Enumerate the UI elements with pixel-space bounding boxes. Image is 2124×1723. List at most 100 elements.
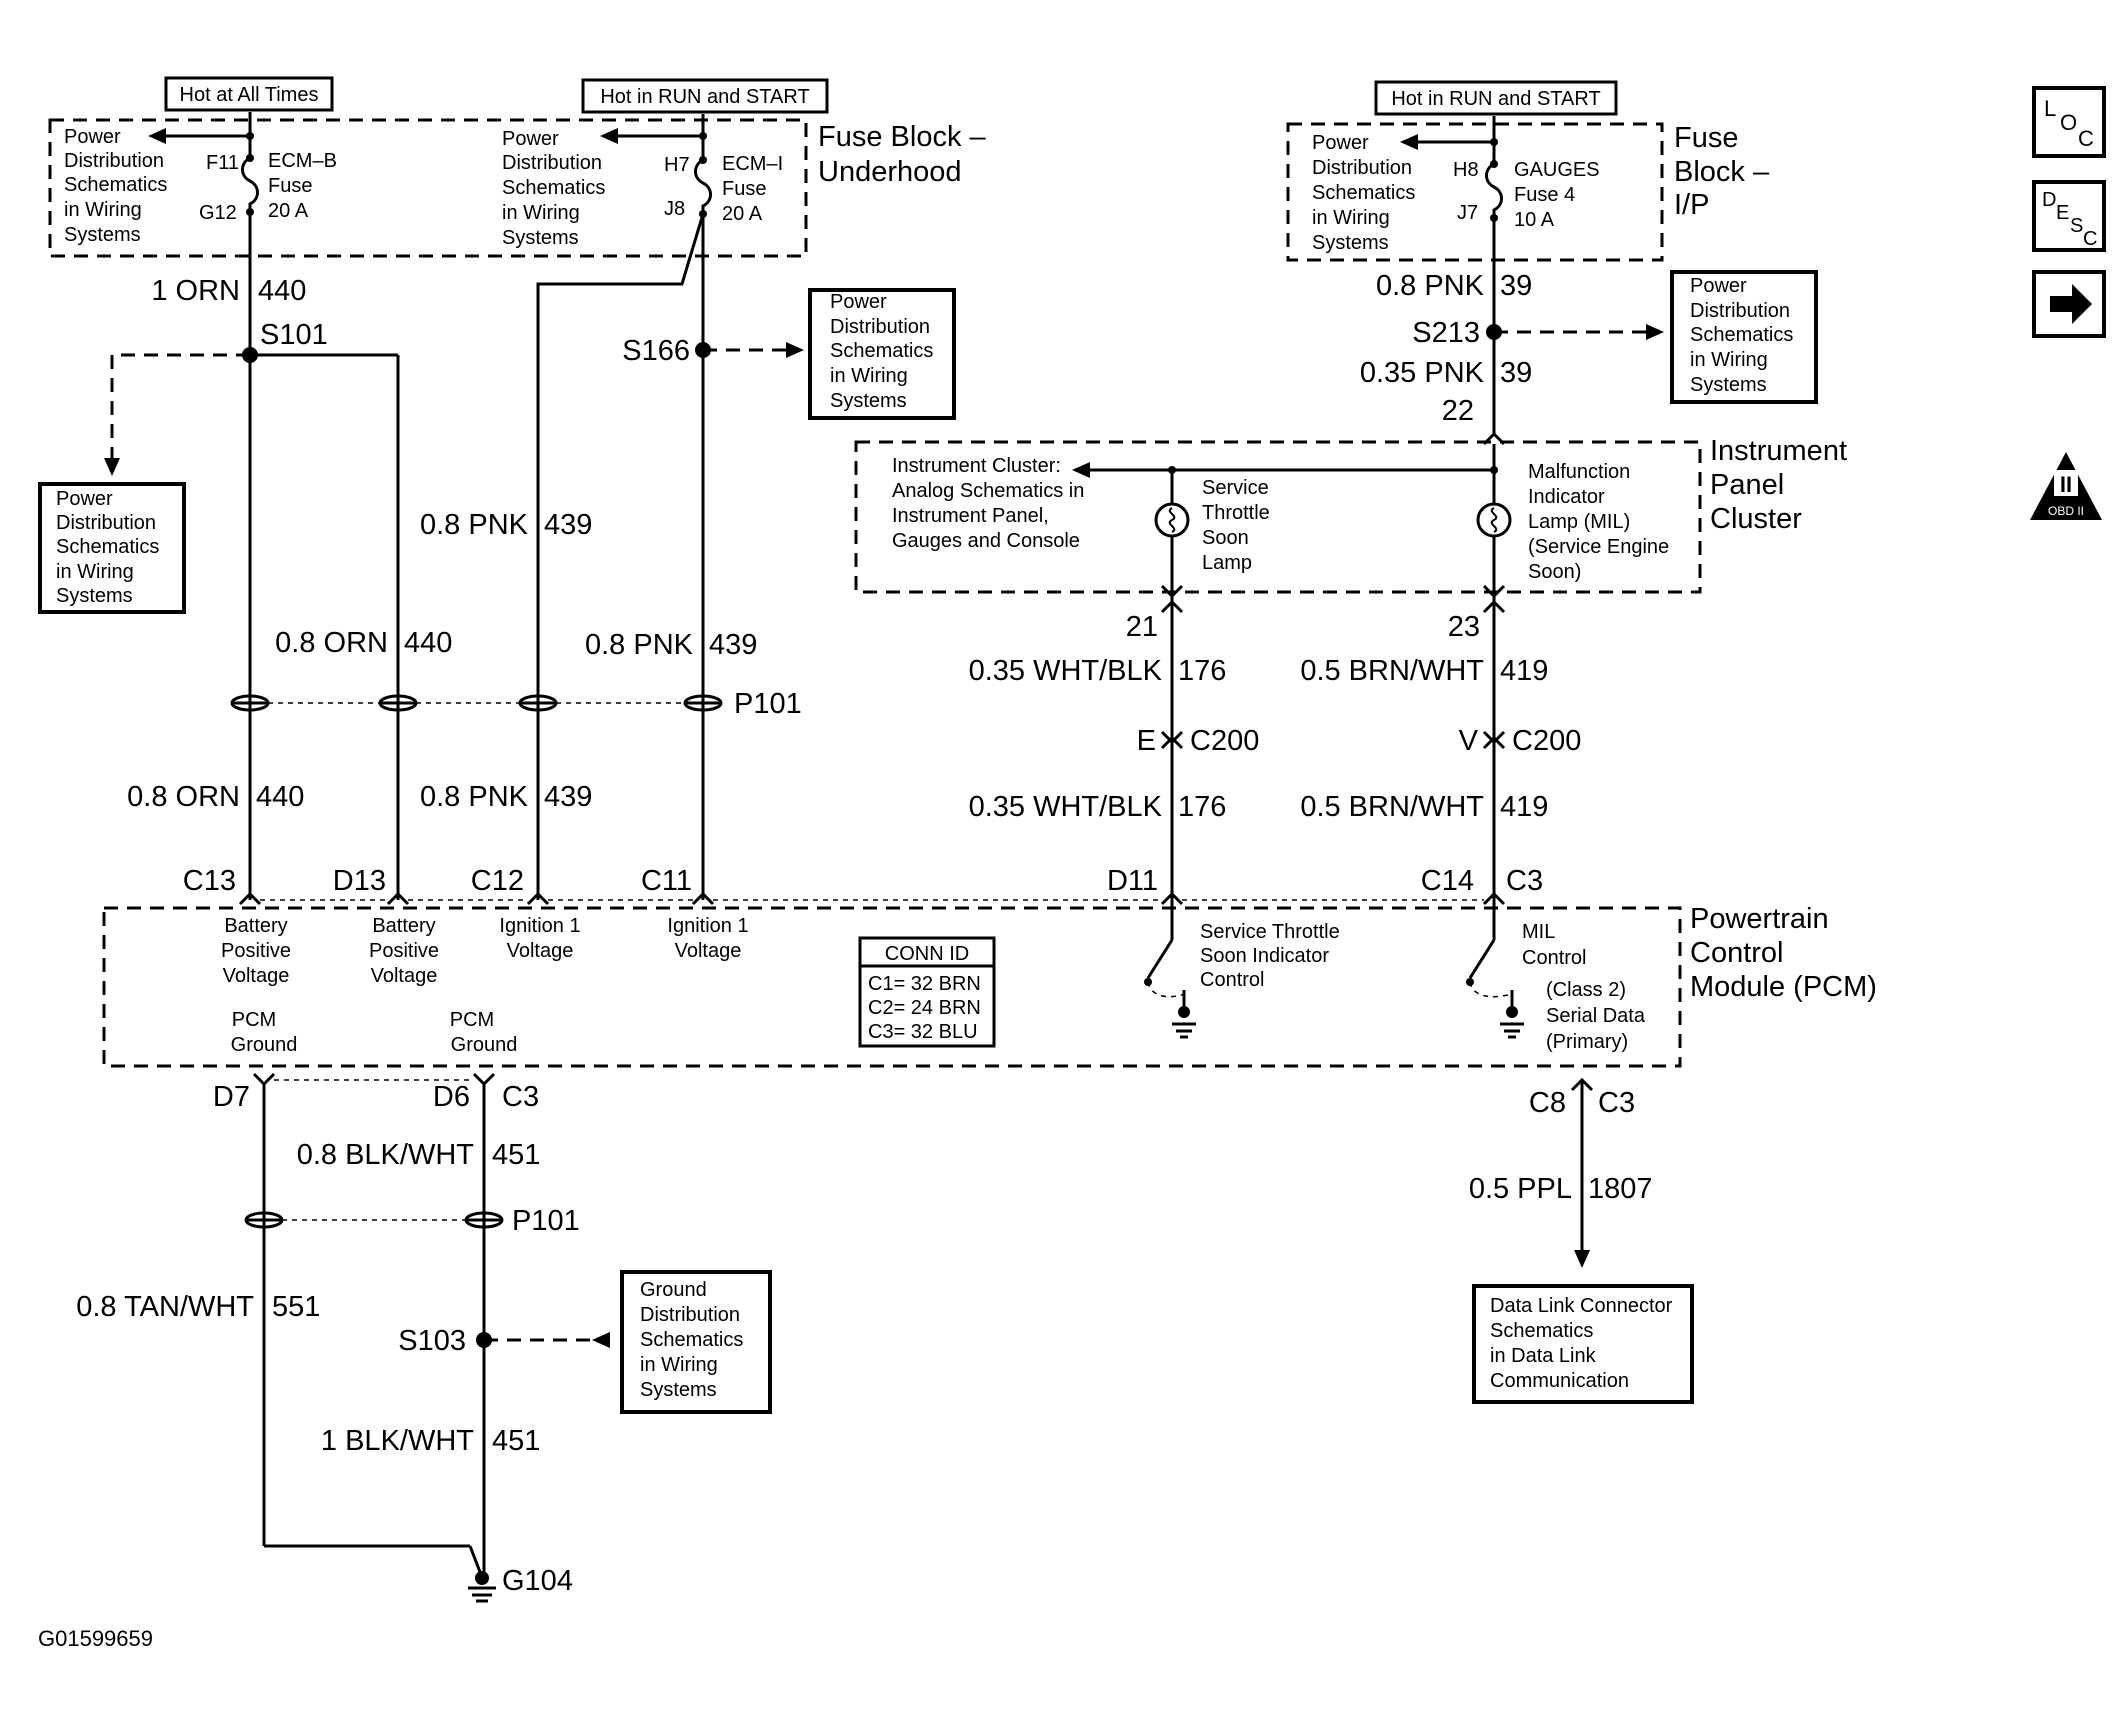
mil-lamp-label: Malfunction Indicator Lamp (MIL) (Servic… bbox=[1528, 461, 1669, 583]
svg-text:Ground: Ground bbox=[231, 1034, 298, 1056]
s166-ref-box: Power Distribution Schematics in Wiring … bbox=[830, 291, 933, 412]
ipc-title: Instrument Panel Cluster bbox=[1710, 435, 1847, 535]
conn-id-table: CONN ID C1= 32 BRN C2= 24 BRN C3= 32 BLU bbox=[858, 936, 996, 1048]
wire-pnk-439-b-num: 439 bbox=[709, 629, 757, 661]
wire-451-a-gauge: 0.8 BLK/WHT bbox=[297, 1139, 475, 1171]
svg-text:(Class 2): (Class 2) bbox=[1546, 979, 1626, 1001]
svg-text:Soon: Soon bbox=[1202, 527, 1249, 549]
wire-pnk-439-b-gauge: 0.8 PNK bbox=[585, 629, 694, 661]
svg-text:Analog Schematics in: Analog Schematics in bbox=[892, 480, 1084, 502]
arrow-left-icon bbox=[592, 1332, 610, 1348]
fuse-gauges-in-pin: H8 bbox=[1453, 159, 1479, 181]
pcm-pin-c8: C8 bbox=[1529, 1087, 1566, 1119]
svg-text:C2= 24 BRN: C2= 24 BRN bbox=[868, 997, 981, 1019]
p101-connector-bottom bbox=[244, 1211, 504, 1229]
next-arrow-icon[interactable] bbox=[2032, 270, 2106, 338]
pcm-pin-d6-conn: C3 bbox=[502, 1081, 539, 1113]
arrow-left-icon bbox=[1072, 462, 1090, 478]
wire-1807-gauge: 0.5 PPL bbox=[1469, 1173, 1572, 1205]
wire-176-a-gauge: 0.35 WHT/BLK bbox=[969, 655, 1163, 687]
svg-text:in Wiring: in Wiring bbox=[56, 561, 134, 583]
svg-text:Schematics: Schematics bbox=[56, 536, 159, 558]
diagram-id: G01599659 bbox=[38, 1626, 153, 1651]
arrow-right-icon bbox=[786, 342, 804, 358]
pcm-pin-d7: D7 bbox=[213, 1081, 250, 1113]
wire-pnk-39-b-gauge: 0.35 PNK bbox=[1360, 357, 1485, 389]
arrow-left-icon bbox=[148, 128, 166, 144]
splice-s101-label: S101 bbox=[260, 319, 328, 351]
svg-text:Control: Control bbox=[1690, 937, 1784, 969]
underhood-mid-ref: Power Distribution Schematics in Wiring … bbox=[502, 128, 605, 249]
s213-ref-box: Power Distribution Schematics in Wiring … bbox=[1690, 275, 1793, 396]
fuse-block-ip-ref: Power Distribution Schematics in Wiring … bbox=[1312, 132, 1415, 254]
pcm-pin-c14: C14 bbox=[1421, 865, 1474, 897]
svg-text:Fuse: Fuse bbox=[1674, 122, 1738, 154]
svg-text:Schematics: Schematics bbox=[502, 177, 605, 199]
arrow-down-icon bbox=[1574, 1250, 1590, 1268]
wire-551-num: 551 bbox=[272, 1291, 320, 1323]
svg-text:Instrument: Instrument bbox=[1710, 435, 1847, 467]
svg-text:Systems: Systems bbox=[1312, 232, 1389, 254]
svg-text:Schematics: Schematics bbox=[64, 174, 167, 196]
wire-551-gauge: 0.8 TAN/WHT bbox=[76, 1291, 254, 1323]
svg-text:C3= 32 BLU: C3= 32 BLU bbox=[868, 1021, 978, 1043]
svg-text:Power: Power bbox=[1690, 275, 1747, 297]
svg-text:in Wiring: in Wiring bbox=[64, 199, 142, 221]
svg-text:Cluster: Cluster bbox=[1710, 503, 1802, 535]
svg-text:Gauges and Console: Gauges and Console bbox=[892, 530, 1080, 552]
svg-text:in Wiring: in Wiring bbox=[830, 365, 908, 387]
desc-icon[interactable]: D E S C bbox=[2032, 180, 2106, 252]
hot-run-start-label-1: Hot in RUN and START bbox=[600, 86, 809, 108]
svg-text:Voltage: Voltage bbox=[507, 940, 574, 962]
svg-text:Indicator: Indicator bbox=[1528, 486, 1605, 508]
pin-22-label: 22 bbox=[1442, 395, 1474, 427]
wire-orn-440-c-gauge: 0.8 ORN bbox=[127, 781, 240, 813]
svg-text:20 A: 20 A bbox=[268, 200, 309, 222]
svg-text:(Primary): (Primary) bbox=[1546, 1031, 1628, 1053]
hot-all-times-label: Hot at All Times bbox=[180, 84, 319, 106]
pcm-pin-c13: C13 bbox=[183, 865, 236, 897]
svg-text:Communication: Communication bbox=[1490, 1370, 1629, 1392]
fuse-ecmi-label: ECM–I Fuse 20 A bbox=[722, 153, 783, 225]
pcm-title: Powertrain Control Module (PCM) bbox=[1690, 903, 1877, 1003]
pcm-pin-c14-conn: C3 bbox=[1506, 865, 1543, 897]
loc-icon[interactable]: L O C bbox=[2032, 86, 2106, 158]
service-throttle-lamp-icon bbox=[1154, 502, 1190, 538]
svg-text:in Wiring: in Wiring bbox=[502, 202, 580, 224]
svg-text:Fuse 4: Fuse 4 bbox=[1514, 184, 1575, 206]
svg-text:O: O bbox=[2060, 110, 2077, 135]
svg-text:Block –: Block – bbox=[1674, 156, 1770, 188]
svg-text:E: E bbox=[2056, 202, 2069, 224]
svg-text:C: C bbox=[2083, 228, 2097, 250]
svg-text:Fuse: Fuse bbox=[722, 178, 766, 200]
svg-text:in Wiring: in Wiring bbox=[640, 1354, 718, 1376]
mil-lamp-icon bbox=[1476, 502, 1512, 538]
svg-text:Throttle: Throttle bbox=[1202, 502, 1270, 524]
svg-text:Distribution: Distribution bbox=[640, 1304, 740, 1326]
svg-text:GAUGES: GAUGES bbox=[1514, 159, 1600, 181]
svg-text:Battery: Battery bbox=[372, 915, 435, 937]
pcm-label-ignition-2: Ignition 1 Voltage bbox=[667, 915, 748, 962]
ipc-ref: Instrument Cluster: Analog Schematics in… bbox=[892, 455, 1084, 552]
svg-text:ECM–B: ECM–B bbox=[268, 150, 337, 172]
pcm-pin-d11: D11 bbox=[1107, 865, 1158, 897]
wire-451-a-num: 451 bbox=[492, 1139, 540, 1171]
fuse-block-underhood-title-1: Fuse Block – bbox=[818, 121, 986, 153]
svg-text:20 A: 20 A bbox=[722, 203, 763, 225]
pcm-pin-c12: C12 bbox=[471, 865, 524, 897]
wire-orn-440-b-num: 440 bbox=[404, 627, 452, 659]
fuse-ecmi-symbol bbox=[694, 136, 712, 214]
svg-text:Systems: Systems bbox=[1690, 374, 1767, 396]
svg-text:Ground: Ground bbox=[640, 1279, 707, 1301]
dlc-ref-box: Data Link Connector Schematics in Data L… bbox=[1490, 1295, 1673, 1392]
svg-text:Distribution: Distribution bbox=[502, 152, 602, 174]
fuse-block-underhood-title-2: Underhood bbox=[818, 156, 962, 188]
fuse-block-ip-title: Fuse Block – I/P bbox=[1674, 122, 1770, 221]
svg-text:Power: Power bbox=[1312, 132, 1369, 154]
underhood-left-ref: Power Distribution Schematics in Wiring … bbox=[64, 126, 167, 246]
pcm-label-ground-1: PCM Ground bbox=[231, 1009, 298, 1056]
svg-text:L: L bbox=[2044, 96, 2056, 121]
svg-text:Fuse: Fuse bbox=[268, 175, 312, 197]
svg-text:CONN ID: CONN ID bbox=[885, 943, 969, 965]
svg-text:in Data Link: in Data Link bbox=[1490, 1345, 1597, 1367]
